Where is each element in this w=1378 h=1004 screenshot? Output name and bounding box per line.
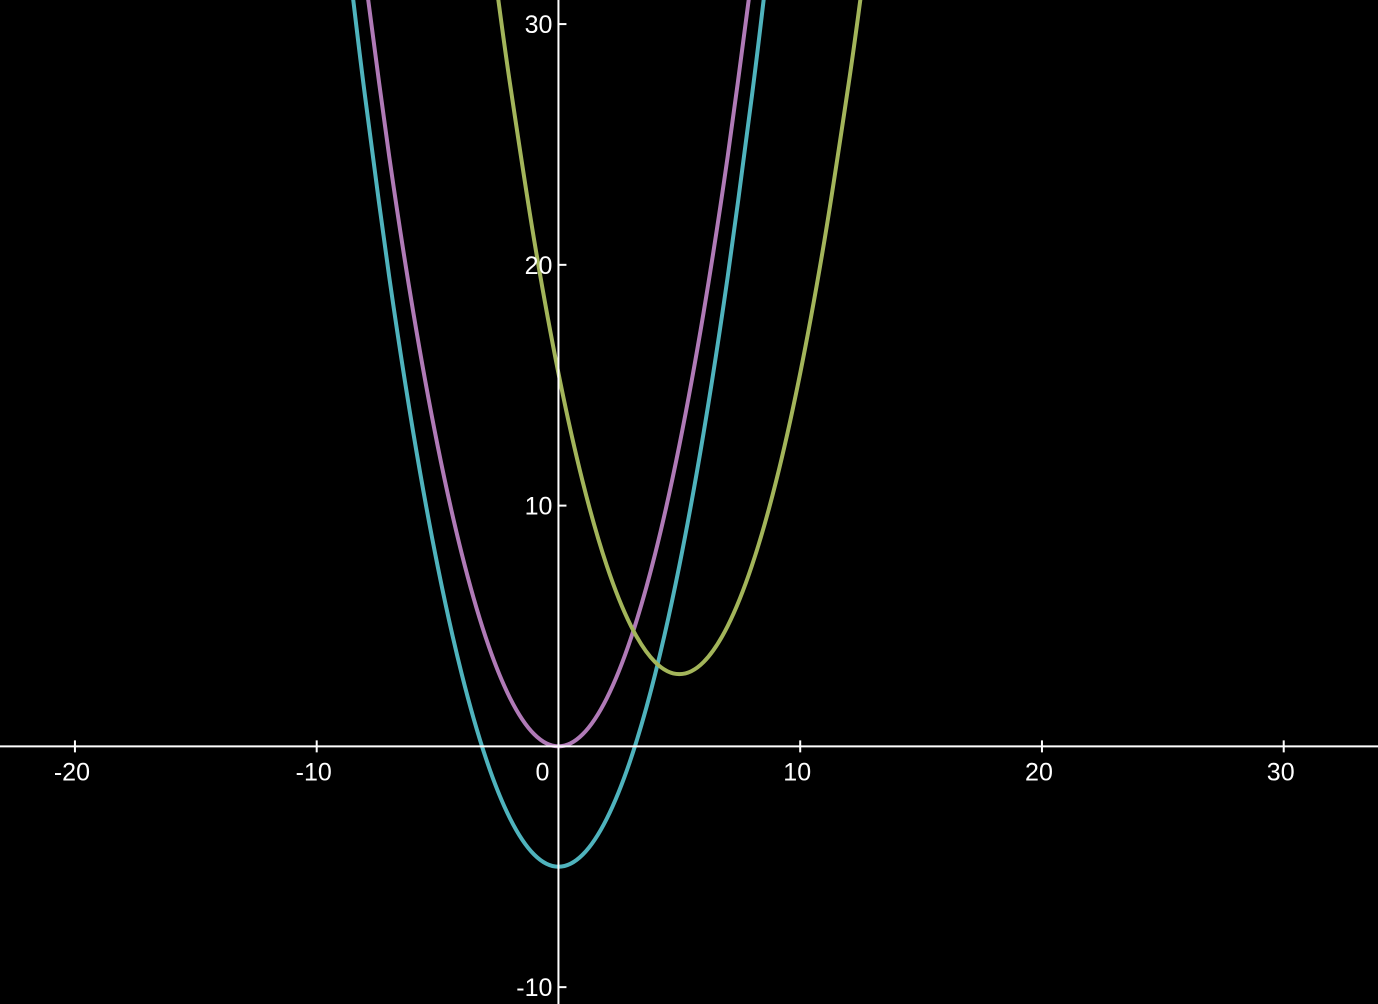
curves-layer (351, 0, 863, 869)
x-tick-label: 20 (1025, 758, 1053, 786)
y-tick-label: 10 (525, 493, 553, 521)
y-tick-label: 20 (525, 252, 553, 280)
y-tick-label: 30 (525, 11, 553, 39)
x-tick-label: -10 (296, 758, 332, 786)
y-tick-label: -10 (516, 974, 552, 1002)
tick-labels-layer: -20 -10 0 10 20 30 -10 10 20 30 (54, 11, 1295, 1002)
x-tick-label: 0 (535, 758, 549, 786)
series-3-curve (496, 0, 863, 677)
x-tick-label: 10 (783, 758, 811, 786)
x-tick-label: -20 (54, 758, 90, 786)
x-tick-label: 30 (1267, 758, 1295, 786)
